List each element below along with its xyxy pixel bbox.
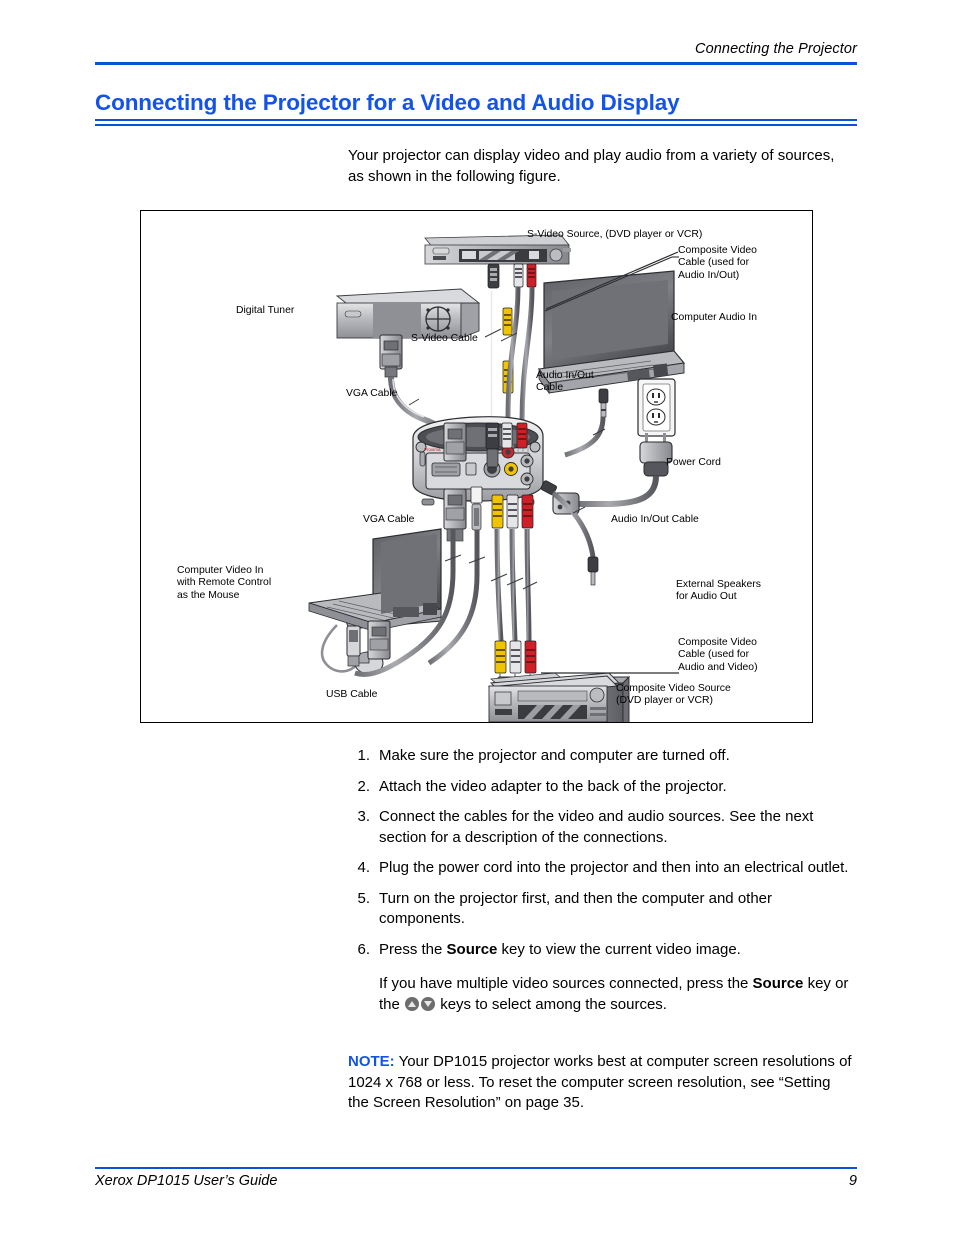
figure-label-external-speakers: External Speakers for Audio Out [676, 579, 761, 603]
vga-cable-highlight [392, 378, 425, 418]
list-item-number: 3. [357, 808, 370, 825]
figure-label-s-video-cable: S-Video Cable [411, 333, 478, 344]
title-rule-lower [95, 124, 857, 126]
step6-sub-suffix: keys to select among the sources. [436, 995, 667, 1013]
vga-break-mark [408, 398, 420, 406]
list-item-text: Plug the power cord into the projector a… [379, 859, 849, 876]
audio-plug-lower [540, 480, 558, 496]
figure-label-composite-video-cable-av: Composite Video Cable (used for Audio an… [678, 637, 758, 673]
list-item-step6: 6. Press the Source key to view the curr… [348, 940, 850, 1016]
figure-label-composite-video-cable-inout: Composite Video Cable (used for Audio In… [678, 245, 757, 281]
source-key-label: Source [446, 940, 498, 958]
list-item-number: 4. [357, 859, 370, 876]
list-item: 5. Turn on the projector first, and then… [348, 889, 850, 930]
list-item: 2. Attach the video adapter to the back … [348, 777, 850, 798]
speaker-plug [587, 556, 599, 586]
down-arrow-key-icon [421, 996, 436, 1011]
bottom-cable-breaks [444, 554, 486, 564]
audio-lower-break [572, 506, 586, 514]
figure-label-audio-inout-cable-upper: Audio In/Out Cable [536, 370, 594, 394]
step6-sub-mid: key or the [379, 975, 849, 1013]
svg-text:Proxima: Proxima [424, 447, 441, 452]
note-label: NOTE: [348, 1053, 395, 1070]
figure-label-s-video-source: S-Video Source, (DVD player or VCR) [527, 229, 703, 240]
figure-label-computer-video-in: Computer Video In with Remote Control as… [177, 565, 272, 601]
step6-subparagraph: If you have multiple video sources conne… [379, 974, 850, 1015]
step6-prefix: Press the [379, 940, 447, 958]
list-item: 1. Make sure the projector and computer … [348, 746, 850, 767]
list-item-text: Turn on the projector first, and then th… [379, 889, 773, 928]
list-item: 4. Plug the power cord into the projecto… [348, 858, 850, 879]
digital-tuner-device [335, 288, 481, 339]
outlet-socket-upper [646, 388, 666, 406]
footer-title: Xerox DP1015 User’s Guide [95, 1173, 278, 1189]
rca-connectors-top [513, 263, 537, 288]
intro-paragraph: Your projector can display video and pla… [348, 147, 835, 185]
list-item-number: 1. [357, 747, 370, 764]
audio-cable-lower-line [551, 491, 596, 558]
title-rule-upper [95, 119, 857, 121]
projector-bottom-connectors [443, 486, 534, 542]
note-block: NOTE: Your DP1015 projector works best a… [348, 1052, 853, 1114]
procedure-list: 1. Make sure the projector and computer … [348, 746, 850, 1025]
step6-suffix: key to view the current video image. [497, 940, 741, 958]
up-arrow-key-icon [405, 996, 420, 1011]
figure-label-vga-cable-lower: VGA Cable [363, 514, 415, 525]
list-item-number: 5. [357, 889, 370, 907]
page-number: 9 [848, 1173, 857, 1189]
list-item-text: Connect the cables for the video and aud… [379, 808, 814, 846]
list-item-text: Press the Source key to view the current… [379, 941, 741, 958]
vga-connector-tuner [379, 334, 403, 378]
list-item-text: Make sure the projector and computer are… [379, 747, 730, 764]
usb-connector-bottom [346, 625, 361, 667]
composite-top-callout-leader [545, 251, 679, 310]
note-text: Your DP1015 projector works best at comp… [348, 1053, 852, 1111]
vga-port [431, 462, 461, 477]
header-rule [95, 62, 857, 65]
page-title: Connecting the Projector for a Video and… [95, 90, 680, 115]
step6-sub-prefix: If you have multiple video sources conne… [379, 975, 753, 992]
figure-label-audio-inout-cable-right: Audio In/Out Cable [611, 514, 699, 525]
figure-label-composite-video-source: Composite Video Source (DVD player or VC… [616, 683, 731, 707]
audio-cable-upper-line [564, 416, 606, 458]
cable-break-marks [484, 328, 518, 342]
bottom-cable-bundle [354, 529, 480, 677]
diagram-artwork: Proxima [308, 234, 686, 722]
connection-diagram: Proxima [140, 210, 813, 723]
tuner-dial [425, 306, 451, 332]
power-cord-line [577, 475, 659, 507]
s-video-connector-top [487, 263, 500, 289]
composite-cable-breaks [490, 573, 538, 590]
audio-cable-break [592, 428, 606, 436]
power-plug [639, 433, 673, 477]
list-item: 3. Connect the cables for the video and … [348, 807, 850, 848]
laptop-top [538, 270, 686, 395]
source-key-label-2: Source [752, 975, 804, 992]
figure-label-computer-audio-in: Computer Audio In [671, 312, 758, 323]
rca-connectors-bottom [494, 640, 537, 681]
laptop2-keyboard [326, 600, 400, 622]
list-item-text: Attach the video adapter to the back of … [379, 777, 727, 795]
callout-leaders [544, 256, 679, 312]
list-item-number: 6. [357, 940, 370, 958]
running-header: Connecting the Projector [695, 41, 857, 57]
figure-label-digital-tuner: Digital Tuner [236, 305, 295, 316]
s-video-source-device [424, 234, 571, 265]
audio-plug-top [598, 388, 609, 418]
footer-rule [95, 1167, 857, 1169]
vga-connector-bottom [367, 620, 391, 660]
figure-label-vga-cable-upper: VGA Cable [346, 388, 398, 399]
composite-video-source-body [488, 675, 618, 722]
list-item-number: 2. [357, 777, 370, 795]
outlet-socket-lower [646, 408, 666, 426]
figure-label-usb-cable: USB Cable [326, 689, 378, 700]
composite-cable-bundle [494, 528, 532, 642]
usb-connector [470, 486, 483, 504]
electrical-outlet [637, 378, 676, 437]
usb-port [465, 462, 477, 476]
figure-label-power-cord: Power Cord [666, 457, 721, 468]
top-cable-bundle [490, 286, 535, 426]
projector-top-connectors [443, 422, 528, 468]
laptop-bottom [308, 528, 442, 632]
